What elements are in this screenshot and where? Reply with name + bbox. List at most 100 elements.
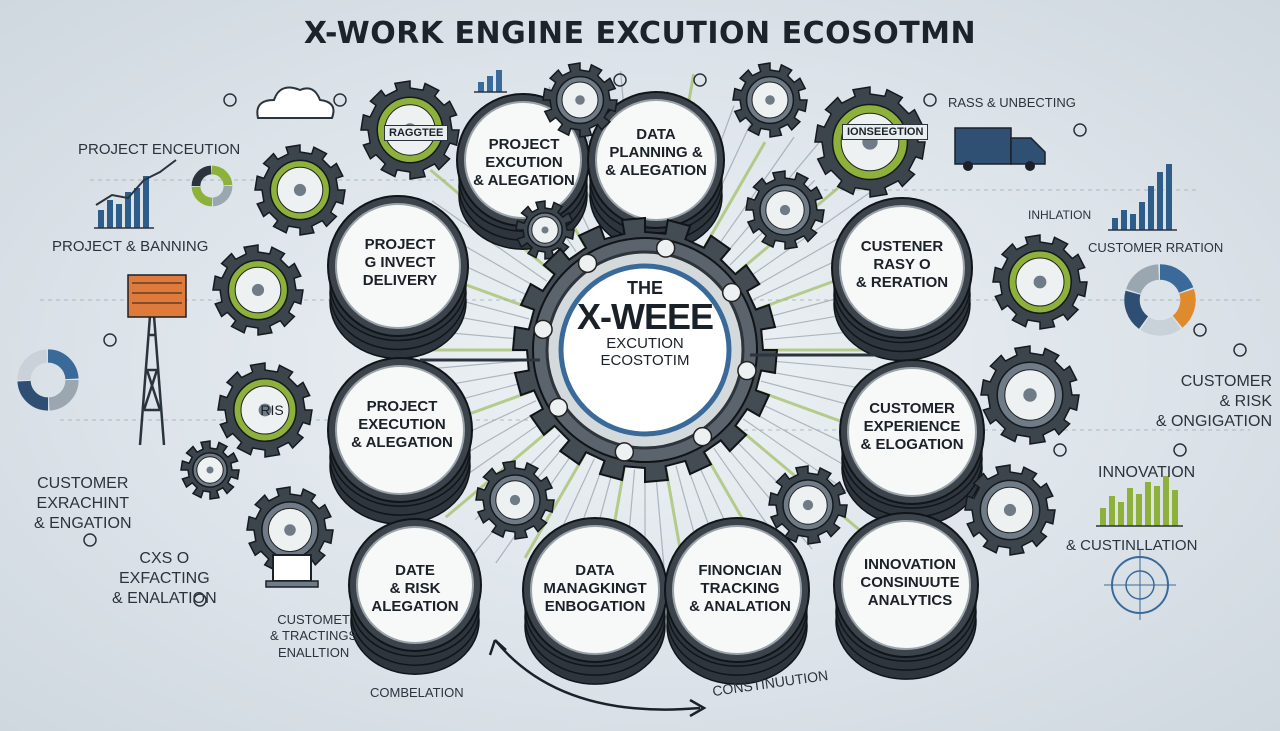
left-bar-chart xyxy=(116,204,122,228)
center-line-1: THE xyxy=(627,278,663,298)
gear-hub xyxy=(1023,388,1037,402)
node-face xyxy=(847,367,977,497)
gear-hub xyxy=(802,499,814,511)
label-customer-risk: CUSTOMER & RISK & ONGIGATION xyxy=(1155,373,1272,430)
gear-hub xyxy=(541,226,549,234)
server-rack-icon xyxy=(127,274,187,318)
top-bar-chart xyxy=(487,76,493,92)
node-face xyxy=(335,365,465,495)
label-exfacting: CXS O EXFACTING & ENALATION xyxy=(112,550,217,607)
radiating-spoke xyxy=(748,409,854,471)
right-donut-chart xyxy=(1159,264,1194,294)
left-bar-chart xyxy=(107,200,113,228)
truck-icon xyxy=(954,127,1012,165)
center-bolt xyxy=(533,319,553,340)
node-face xyxy=(672,525,802,655)
node-label-data-planning-alegation: DATA PLANNING & & ALEGATION xyxy=(605,126,707,179)
node-face xyxy=(841,520,971,650)
node-label-project-execution-alegation: PROJECT EXECUTION & ALEGATION xyxy=(351,398,453,451)
label-innovation: INNOVATION xyxy=(1098,464,1196,481)
innovation-bar-chart xyxy=(1109,496,1115,526)
small-donut-chart xyxy=(191,186,213,207)
radiating-spoke xyxy=(523,453,587,559)
node-label-project-excution-alegation-top: PROJECT EXCUTION & ALEGATION xyxy=(473,136,575,189)
left-trend-line xyxy=(95,159,177,206)
cycle-arrowhead xyxy=(488,639,507,656)
label-customer-exrachint: CUSTOMER EXRACHINT & ENGATION xyxy=(34,475,132,532)
gear-hub xyxy=(779,204,791,216)
gear-hub xyxy=(1003,503,1017,517)
center-bolt xyxy=(721,282,742,303)
innovation-bar-chart xyxy=(1163,476,1169,526)
gear-hub xyxy=(284,524,296,536)
laptop-base xyxy=(265,580,319,588)
left-donut-chart xyxy=(17,380,49,411)
right-bar-chart xyxy=(1166,164,1172,230)
top-bar-chart xyxy=(478,82,484,92)
cloud-icon xyxy=(256,86,335,119)
cycle-arrow xyxy=(494,639,701,711)
node-label-customer-risk-reration: CUSTENER RASY O & RERATION xyxy=(855,238,949,291)
label-customet-tractings: CUSTOMET & TRACTINGS ENALLTION xyxy=(270,612,358,660)
doodle-dot xyxy=(1073,123,1087,137)
right-bar-chart xyxy=(1139,202,1145,230)
center-hub-label: THE X-WEEE EXCUTION ECOSTOTIM xyxy=(565,278,725,369)
node-label-customer-experience-elogation: CUSTOMER EXPERIENCE & ELOGATION xyxy=(860,400,964,453)
node-face xyxy=(530,525,660,655)
top-bar-chart xyxy=(496,70,502,92)
doodle-dot xyxy=(1053,443,1067,457)
gear-hub xyxy=(1033,275,1047,289)
truck-cab xyxy=(1010,137,1046,165)
node-face xyxy=(839,205,965,331)
innovation-bar-chart xyxy=(1154,486,1160,526)
radiating-spoke xyxy=(748,229,854,291)
center-gear-face xyxy=(558,263,732,437)
node-label-date-risk-alegation: DATE & RISK ALEGATION xyxy=(371,562,459,615)
left-bar-chart xyxy=(143,176,149,228)
node-label-financial-tracking-analation: FINONCIAN TRACKING & ANALATION xyxy=(689,562,791,615)
center-line-3: EXCUTION ECOSTOTIM xyxy=(600,335,690,369)
innovation-bar-chart xyxy=(1136,494,1142,526)
left-bar-chart xyxy=(125,192,131,228)
small-donut-chart xyxy=(211,165,233,186)
label-rass-unbecting: RASS & UNBECTING xyxy=(948,95,1076,110)
radiating-spoke xyxy=(703,141,767,247)
right-bar-chart xyxy=(1121,210,1127,230)
small-donut-chart xyxy=(212,185,233,207)
doodle-dot xyxy=(193,593,207,607)
badge-right: IONSEEGTION xyxy=(842,124,929,140)
label-project-encution: PROJECT ENCEUTION xyxy=(78,141,241,158)
left-donut-chart xyxy=(17,349,48,381)
label-inhlation: INHLATION xyxy=(1028,208,1092,222)
label-combelation: COMBELATION xyxy=(370,685,464,700)
page-title: X-WORK ENGINE EXCUTION ECOSOTMN xyxy=(303,16,977,51)
innovation-bar-chart xyxy=(1100,508,1106,526)
center-bolt xyxy=(577,253,598,274)
right-bar-chart xyxy=(1157,172,1163,230)
doodle-dot xyxy=(693,73,707,87)
doodle-dot xyxy=(1193,323,1207,337)
gear-hub xyxy=(765,95,775,105)
right-bar-chart xyxy=(1130,214,1136,230)
label-customer-rration: CUSTOMER RRATION xyxy=(1088,240,1224,255)
left-donut-chart xyxy=(48,379,79,411)
small-donut-chart xyxy=(191,165,212,187)
innovation-bar-chart xyxy=(1127,488,1133,526)
doodle-dot xyxy=(83,533,97,547)
node-face xyxy=(464,101,582,219)
center-line-2: X-WEEE xyxy=(576,296,714,337)
center-bolt xyxy=(692,426,713,447)
gear-hub xyxy=(509,494,521,506)
label-project-banning: PROJECT & BANNING xyxy=(52,238,209,255)
center-bolt xyxy=(614,442,635,462)
node-label-innovation-consinuute-analytics: INNOVATION CONSINUUTE ANALYTICS xyxy=(860,556,960,609)
left-bar-chart xyxy=(134,188,140,228)
radiating-spoke xyxy=(713,136,795,253)
gear-hub xyxy=(293,183,307,197)
doodle-dot xyxy=(223,93,237,107)
right-donut-chart xyxy=(1126,264,1160,295)
right-donut-chart xyxy=(1140,316,1181,336)
doodle-dot xyxy=(1233,343,1247,357)
